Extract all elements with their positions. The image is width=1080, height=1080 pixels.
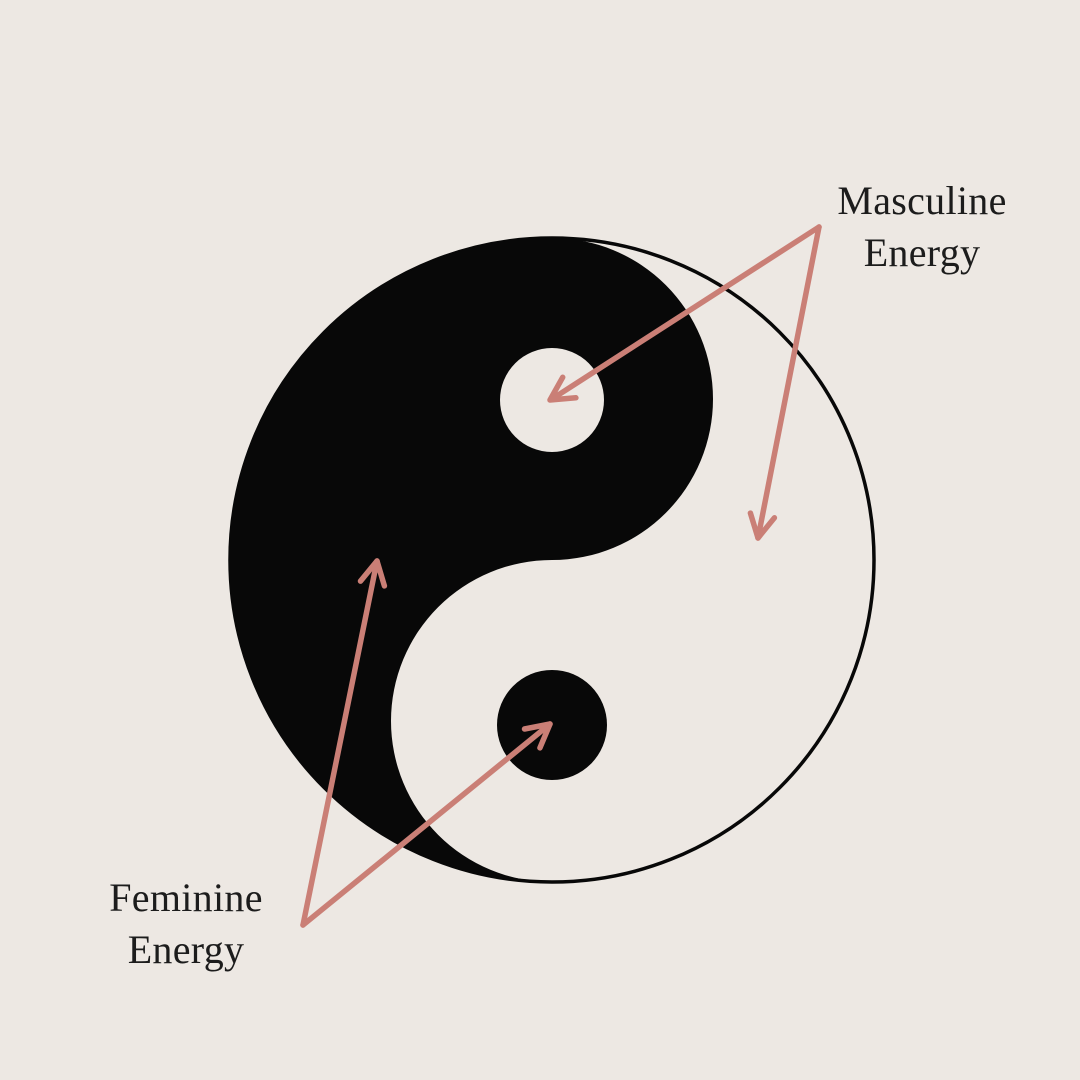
masculine-energy-label: Masculine Energy bbox=[762, 175, 1080, 279]
feminine-arrow-to-black-half bbox=[300, 558, 380, 928]
masculine-arrows bbox=[547, 224, 822, 541]
feminine-energy-label-line1: Feminine bbox=[109, 875, 263, 920]
feminine-energy-label: Feminine Energy bbox=[26, 872, 346, 976]
feminine-arrowhead-yin-dot bbox=[521, 721, 553, 751]
feminine-energy-label-line2: Energy bbox=[127, 927, 245, 972]
feminine-arrow-to-yin-dot bbox=[300, 721, 553, 928]
masculine-arrowhead-yang-dot bbox=[547, 374, 579, 403]
feminine-arrowhead-black-half bbox=[357, 558, 388, 589]
feminine-arrows bbox=[300, 558, 553, 928]
masculine-arrow-to-light-half bbox=[755, 224, 822, 541]
masculine-energy-label-line2: Energy bbox=[863, 230, 981, 275]
masculine-arrow-to-yang-dot bbox=[549, 224, 822, 402]
masculine-energy-label-line1: Masculine bbox=[837, 178, 1007, 223]
masculine-arrowhead-light-half bbox=[747, 510, 778, 541]
